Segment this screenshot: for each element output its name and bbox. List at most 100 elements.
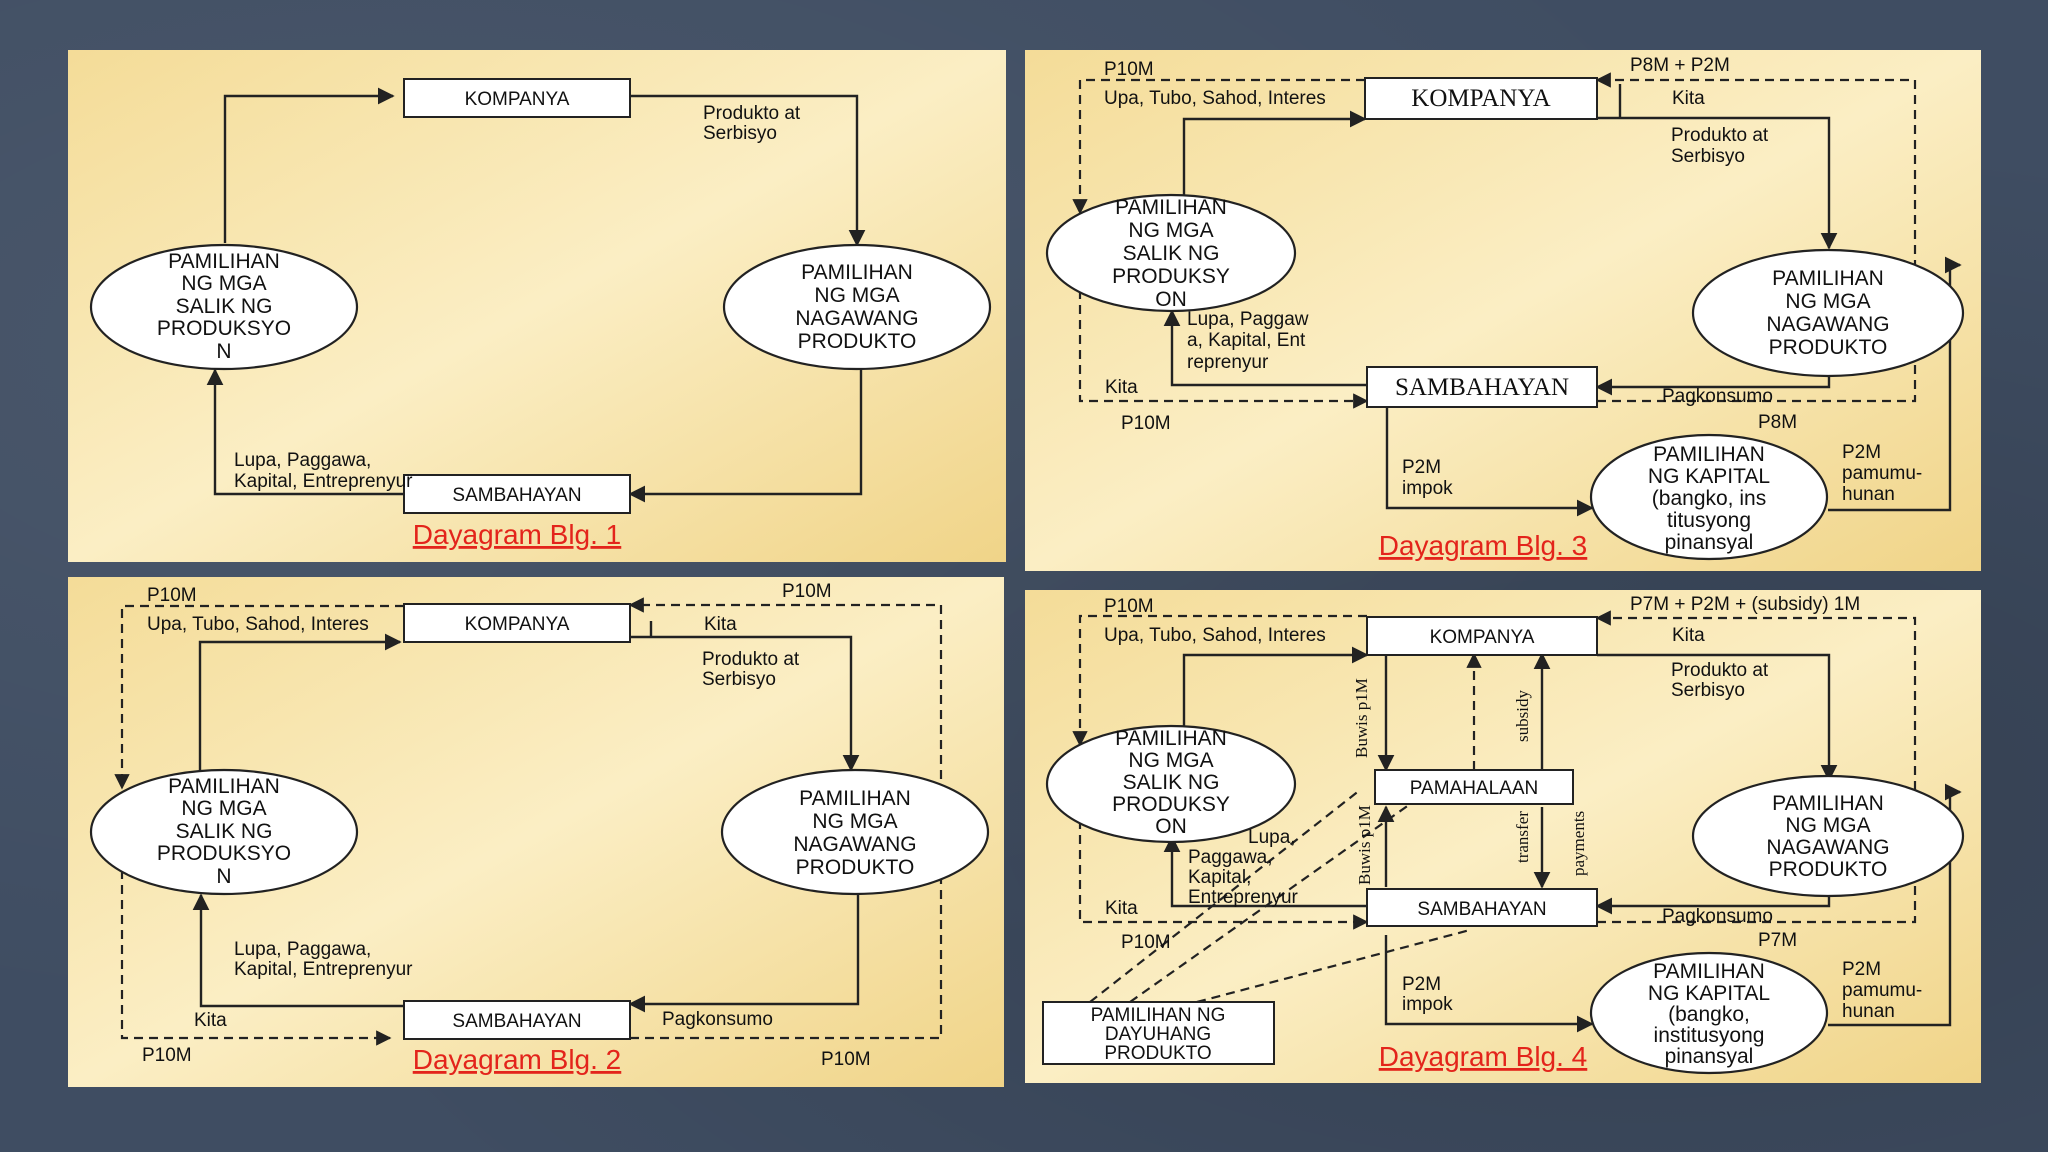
d1-goods-line-1: Produkto at <box>703 103 801 124</box>
d2-household-label: SAMBAHAYAN <box>452 1011 581 1032</box>
d4-product-line-2: NG MGA <box>1785 814 1870 837</box>
d4-product-market <box>1691 774 1965 898</box>
d3-product-line-2: NG MGA <box>1785 290 1870 313</box>
d4-factors-line-3: Kapital, <box>1188 867 1251 888</box>
d4-kita-top: Kita <box>1672 625 1705 646</box>
d4-goods-line-1: Produkto at <box>1671 660 1769 681</box>
d4-arrow-household-to-capital <box>1384 935 1594 1033</box>
d3-dashed-kita-to-household <box>1078 290 1369 409</box>
d1-company-label: KOMPANYA <box>465 89 570 110</box>
d3-kita-bottom: Kita <box>1105 377 1138 398</box>
d2-factor-line-5: N <box>216 865 231 888</box>
d3-goods-line-2: Serbisyo <box>1671 146 1745 167</box>
d2-company-label: KOMPANYA <box>465 614 570 635</box>
d2-consumption-label: Pagkonsumo <box>662 1009 773 1030</box>
d1-product-line-4: PRODUKTO <box>798 330 917 353</box>
d4-arrow-product-to-household <box>1595 896 1831 915</box>
d4-factor-market <box>1045 724 1297 844</box>
diagram-1: KOMPANYA SAMBAHAYAN PAMILIHAN NG MGA SAL… <box>68 50 1006 562</box>
d3-capital-line-1: PAMILIHAN <box>1653 443 1765 466</box>
d4-tax-firm-label: Buwis p1M <box>1352 678 1371 758</box>
d4-dashed-foreign-2 <box>1129 789 1431 1003</box>
d1-factor-market <box>89 243 359 371</box>
d4-investment-line-3: hunan <box>1842 1001 1895 1022</box>
d2-arrow-factor-to-company <box>198 633 402 770</box>
d4-capital-line-4: institusyong <box>1654 1024 1765 1047</box>
d4-income-label: Upa, Tubo, Sahod, Interes <box>1104 625 1326 646</box>
d1-goods-line-2: Serbisyo <box>703 123 777 144</box>
d3-product-line-3: NAGAWANG <box>1766 313 1889 336</box>
d3-factors-line-3: reprenyur <box>1187 352 1269 373</box>
d3-arrow-factor-to-company <box>1182 110 1367 200</box>
d2-product-line-4: PRODUKTO <box>796 856 915 879</box>
d2-income-label: Upa, Tubo, Sahod, Interes <box>147 614 369 635</box>
d4-factor-line-3: SALIK NG <box>1123 771 1220 794</box>
d4-household-label: SAMBAHAYAN <box>1417 899 1546 920</box>
d3-factor-line-1: PAMILIHAN <box>1115 196 1227 219</box>
d3-factor-line-3: SALIK NG <box>1123 242 1220 265</box>
d4-foreign-line-2: DAYUHANG <box>1105 1024 1211 1045</box>
d3-factors-line-2: a, Kapital, Ent <box>1187 330 1306 351</box>
d2-product-line-3: NAGAWANG <box>793 833 916 856</box>
d1-arrow-company-to-product <box>630 94 866 247</box>
d3-goods-line-1: Produkto at <box>1671 125 1769 146</box>
d1-arrow-household-to-factor <box>206 368 404 496</box>
d3-p-top-left: P10M <box>1104 59 1154 80</box>
d2-company-box <box>403 603 631 643</box>
d3-title: Dayagram Blg. 3 <box>1379 530 1588 561</box>
d3-p-bottom-left: P10M <box>1121 413 1171 434</box>
d3-savings-line-2: impok <box>1402 478 1453 499</box>
d1-factor-line-5: N <box>216 340 231 363</box>
d1-household-label: SAMBAHAYAN <box>452 485 581 506</box>
d4-transfer-label: transfer <box>1513 811 1532 863</box>
d4-tax-household-label: Buwis p1M <box>1355 805 1374 885</box>
d3-product-market <box>1691 248 1965 378</box>
d2-product-line-2: NG MGA <box>812 810 897 833</box>
d3-company-label: KOMPANYA <box>1411 85 1550 112</box>
d3-factor-line-2: NG MGA <box>1128 219 1213 242</box>
d4-capital-line-5: pinansyal <box>1665 1045 1754 1068</box>
d4-savings-line-2: impok <box>1402 994 1453 1015</box>
d4-product-line-3: NAGAWANG <box>1766 836 1889 859</box>
d2-factors-line-2: Kapital, Entreprenyur <box>234 959 413 980</box>
d4-factor-line-5: ON <box>1155 815 1187 838</box>
d1-company-box <box>403 78 631 118</box>
d1-factors-line-1: Lupa, Paggawa, <box>234 450 371 471</box>
d4-product-line-1: PAMILIHAN <box>1772 792 1884 815</box>
d4-arrow-factor-to-company <box>1182 646 1369 730</box>
d2-p-top-left: P10M <box>147 585 197 606</box>
d2-p-top-right: P10M <box>782 581 832 602</box>
diagram-3: KOMPANYA SAMBAHAYAN PAMILIHAN NG MGA SAL… <box>1025 50 1981 571</box>
d1-factors-line-2: Kapital, Entreprenyur <box>234 471 413 492</box>
d4-factors-line-2: Paggawa, <box>1188 847 1273 868</box>
d4-factors-line-4: Entreprenyur <box>1188 887 1299 908</box>
d4-payments-label: payments <box>1569 811 1588 876</box>
d3-capital-line-5: pinansyal <box>1665 531 1754 554</box>
d3-product-line-4: PRODUKTO <box>1769 336 1888 359</box>
d3-investment-line-2: pamumu- <box>1842 463 1922 484</box>
diagram-4: KOMPANYA SAMBAHAYAN PAMAHALAAN PAMILIHAN… <box>1025 590 1981 1083</box>
d4-factor-line-2: NG MGA <box>1128 749 1213 772</box>
d4-dashed-consumption-to-company <box>1595 610 1917 924</box>
d3-factors-line-1: Lupa, Paggaw <box>1187 309 1309 330</box>
d3-capital-line-2: NG KAPITAL <box>1648 465 1770 488</box>
d4-product-line-4: PRODUKTO <box>1769 858 1888 881</box>
d4-subsidy-label: subsidy <box>1513 690 1532 742</box>
d4-foreign-line-1: PAMILIHAN NG <box>1091 1005 1226 1026</box>
d4-factor-line-4: PRODUKSY <box>1112 793 1230 816</box>
d3-investment-line-1: P2M <box>1842 442 1881 463</box>
d4-dashed-foreign-1 <box>1089 789 1361 1003</box>
d4-factors-line-1: Lupa, <box>1248 827 1296 848</box>
d1-product-line-3: NAGAWANG <box>795 307 918 330</box>
d4-kita-bottom: Kita <box>1105 898 1138 919</box>
d3-product-line-1: PAMILIHAN <box>1772 267 1884 290</box>
d4-arrow-household-to-factor <box>1163 835 1367 908</box>
d1-factor-line-1: PAMILIHAN <box>168 250 280 273</box>
d3-arrow-capital-to-product <box>1828 256 1962 512</box>
d3-factor-market <box>1045 193 1297 313</box>
d2-factor-market <box>89 768 359 896</box>
d3-arrow-company-to-product <box>1597 116 1838 250</box>
d3-consumption-label: Pagkonsumo <box>1662 386 1773 407</box>
d3-factor-line-5: ON <box>1155 288 1187 311</box>
d4-factor-line-1: PAMILIHAN <box>1115 727 1227 750</box>
